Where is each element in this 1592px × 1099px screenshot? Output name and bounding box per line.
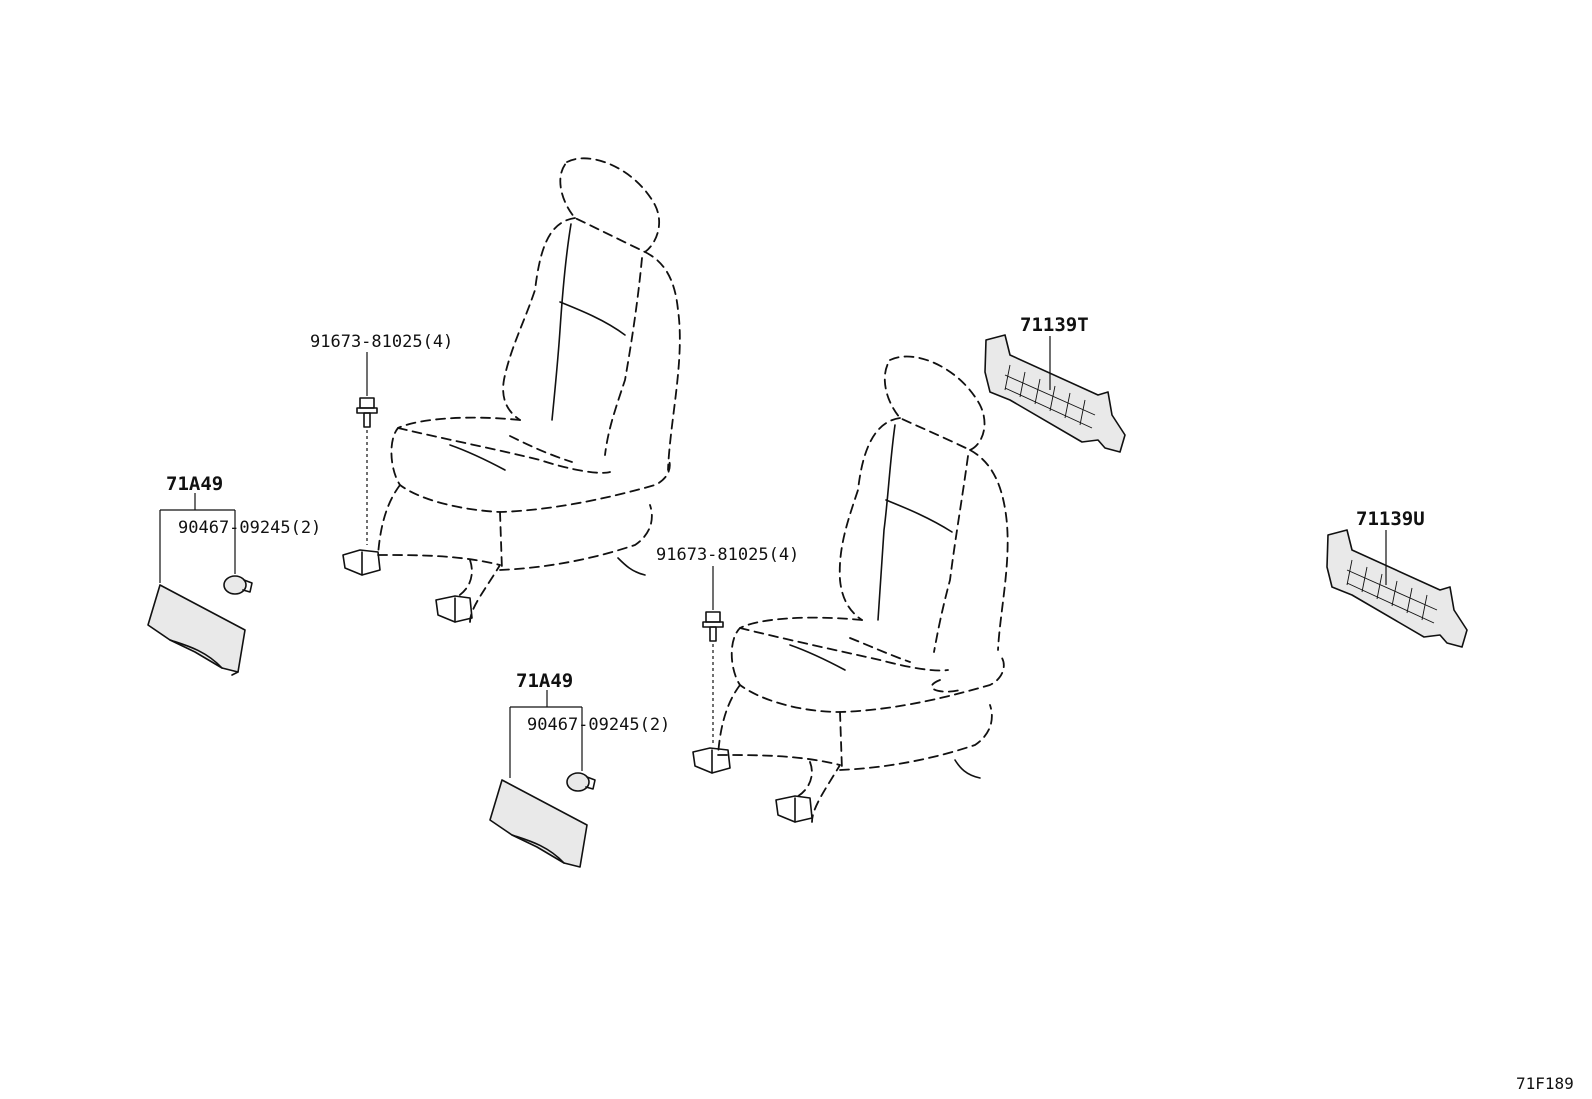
- clip-left-label: 90467-09245(2): [178, 518, 321, 538]
- bolt-right-label: 91673-81025(4): [656, 545, 799, 565]
- clip-right-icon: [566, 772, 596, 792]
- seat-right: [692, 355, 1009, 823]
- figure-reference: 71F189: [1516, 1074, 1574, 1093]
- clip-left-icon: [223, 575, 253, 595]
- leader-left-group: [159, 493, 236, 583]
- leader-right-group: [509, 690, 583, 778]
- bracket-top-icon: [984, 334, 1126, 453]
- cover-right-icon: [489, 779, 588, 868]
- bracket-top-label: 71139T: [1020, 314, 1089, 336]
- bolt-right-icon: [702, 566, 724, 745]
- bolt-left-icon: [356, 352, 378, 545]
- bracket-bottom-icon: [1326, 529, 1468, 648]
- cover-left-icon: [147, 584, 246, 676]
- seat-left: [342, 157, 681, 623]
- cover-right-label: 71A49: [516, 670, 573, 692]
- bracket-bottom-label: 71139U: [1356, 508, 1425, 530]
- clip-right-label: 90467-09245(2): [527, 715, 670, 735]
- cover-left-label: 71A49: [166, 473, 223, 495]
- bolt-left-label: 91673-81025(4): [310, 332, 453, 352]
